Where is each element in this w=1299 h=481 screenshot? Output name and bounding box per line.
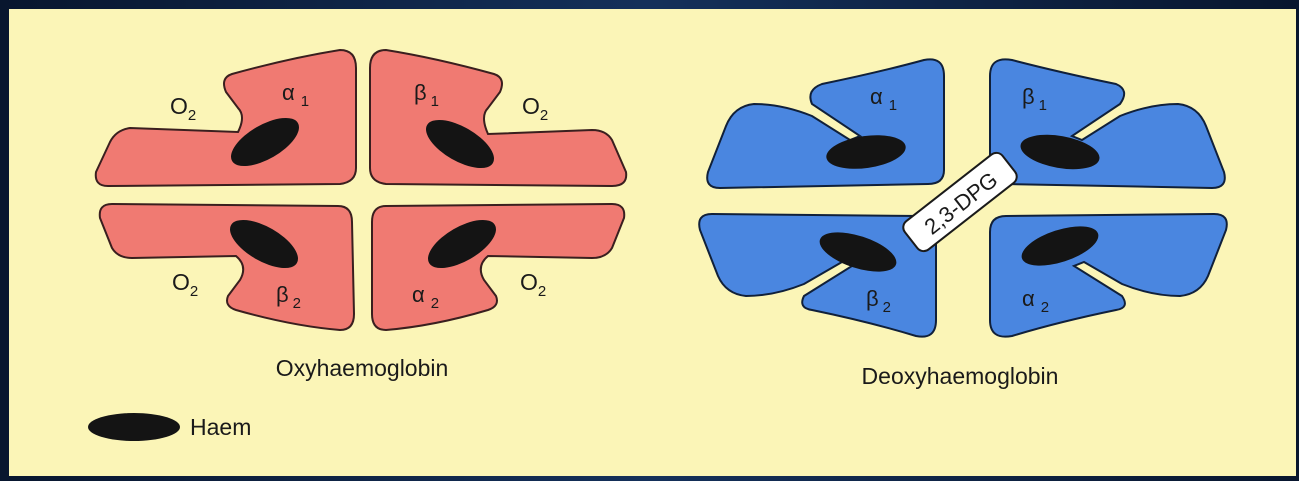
oxy-o2-label-top-right: O2: [522, 93, 548, 124]
legend-haem-label: Haem: [190, 414, 251, 440]
deoxy-beta2-subunit: [699, 214, 936, 337]
oxy-o2-label-bottom-right: O2: [520, 269, 546, 300]
oxy-o2-label-top-left: O2: [170, 93, 196, 124]
oxy-caption: Oxyhaemoglobin: [276, 355, 449, 381]
deoxy-caption: Deoxyhaemoglobin: [862, 363, 1059, 389]
oxy-o2-label-bottom-left: O2: [172, 269, 198, 300]
oxy-alpha2-subunit: [372, 204, 624, 330]
oxy-alpha1-subunit: [96, 50, 356, 186]
legend: Haem: [88, 413, 251, 441]
oxy-beta1-subunit: [370, 50, 626, 186]
deoxy-alpha1-shape: [707, 59, 944, 188]
deoxy-beta1-shape: [990, 59, 1225, 188]
deoxy-alpha2-subunit: [990, 214, 1227, 337]
deoxy-alpha1-subunit: [707, 59, 944, 188]
oxy-alpha1-shape: [96, 50, 356, 186]
oxy-beta1-shape: [370, 50, 626, 186]
oxy-alpha2-shape: [372, 204, 624, 330]
oxy-beta2-shape: [100, 204, 354, 330]
oxy-beta2-subunit: [100, 204, 354, 330]
deoxy-beta2-shape: [699, 214, 936, 337]
deoxy-beta1-subunit: [990, 59, 1225, 188]
deoxy-alpha2-shape: [990, 214, 1227, 337]
haem-ellipse-icon: [88, 413, 180, 441]
